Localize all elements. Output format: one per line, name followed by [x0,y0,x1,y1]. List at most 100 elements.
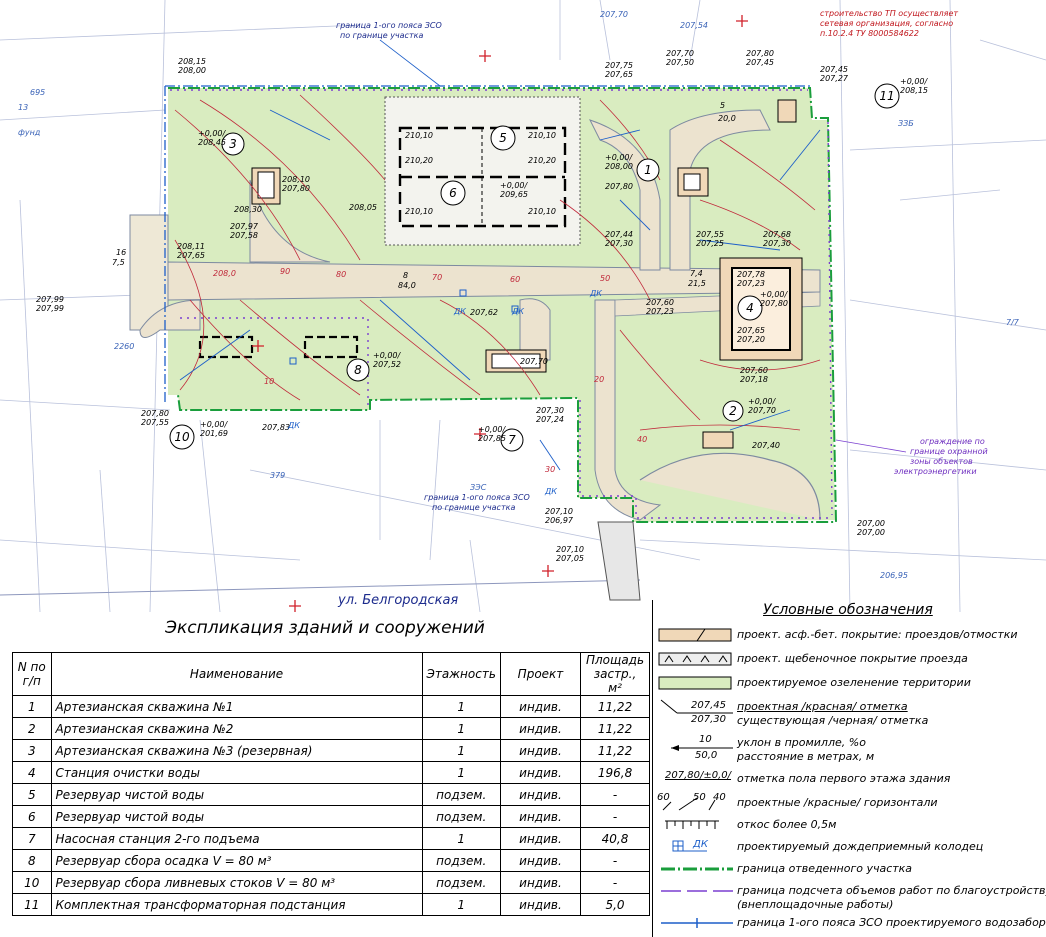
svg-text:граница 1-ого пояса ЗСО: граница 1-ого пояса ЗСО [336,21,442,30]
side-labels: 695 13 фунд ЗЗБ 7/7 2260 379 206,95 207,… [18,10,1020,580]
legend-item-slope: 10 50,0 уклон в промилле, %о расстояние … [653,734,1046,764]
svg-text:207,18: 207,18 [740,375,768,384]
svg-text:6: 6 [449,186,457,200]
cell-project: индив. [499,871,582,894]
contour-labels: 208,0 90 80 70 60 50 40 30 20 10 [213,267,647,474]
svg-text:208,0: 208,0 [213,269,236,278]
svg-text:90: 90 [280,267,290,276]
zso-boundary [164,85,812,405]
svg-text:207,44: 207,44 [605,230,633,239]
svg-text:207,83: 207,83 [262,423,290,432]
svg-text:+0,00/: +0,00/ [605,153,634,162]
svg-text:207,05: 207,05 [556,554,584,563]
cell-project: индив. [499,717,582,740]
tank-8 [303,335,359,359]
svg-text:695: 695 [30,88,45,97]
svg-text:ЗЗБ: ЗЗБ [898,119,914,128]
svg-text:210,20: 210,20 [528,156,556,165]
svg-text:207,25: 207,25 [696,239,724,248]
svg-text:210,10: 210,10 [405,131,433,140]
svg-text:207,80: 207,80 [760,299,788,308]
cell-project: индив. [499,695,582,718]
cell-num: 7 [12,827,52,850]
legend-item-works-boundary: граница подсчета объемов работ по благоу… [653,882,1046,912]
svg-text:зоны объектов: зоны объектов [910,457,973,466]
cell-num: 2 [12,717,52,740]
legend-item-embankment: откос более 0,5м [653,816,1046,834]
marker-numbers: 3 1 11 4 5 6 7 8 10 2 [174,89,894,447]
svg-text:7/7: 7/7 [1006,318,1020,327]
svg-text:207,27: 207,27 [820,74,849,83]
slope-arrow-icon [671,745,733,751]
fence-note: ограждение по границе охранной зоны объе… [894,437,988,476]
svg-text:207,20: 207,20 [737,335,765,344]
cell-name: Резервуар сбора ливневых стоков V = 80 м… [50,871,423,894]
svg-text:сетевая организация, согласно: сетевая организация, согласно [820,19,953,28]
svg-text:207,65: 207,65 [177,251,205,260]
svg-text:5: 5 [720,101,725,110]
cell-name: Артезианская скважина №2 [50,717,423,740]
svg-text:208,15: 208,15 [900,86,928,95]
svg-text:207,45: 207,45 [820,65,848,74]
cell-floors: подзем. [421,805,501,828]
legend-item-drain-well: ДК проектируемый дождеприемный колодец [653,838,1046,856]
zso-note-bottom: граница 1-ого пояса ЗСО по границе участ… [424,493,530,512]
plot-greenery [168,88,835,522]
well-2 [702,431,734,449]
svg-text:7,5: 7,5 [112,258,125,267]
cell-name: Резервуар чистой воды [50,783,423,806]
drain-well-icons [289,289,519,365]
svg-text:210,20: 210,20 [405,156,433,165]
legend-item-contours: 60 50 40 проектные /красные/ горизонтали [653,792,1046,814]
svg-text:208,15: 208,15 [178,57,206,66]
legend-item-gravel: проект. щебеночное покрытие проезда [653,650,1046,668]
zso-note-top: граница 1-ого пояса ЗСО по границе участ… [336,21,442,40]
cell-floors: 1 [421,827,501,850]
cell-area: - [580,849,650,872]
legend-panel: Условные обозначения проект. асф.-бет. п… [652,600,1046,937]
cell-floors: 1 [421,695,501,718]
svg-text:4: 4 [746,301,754,315]
svg-text:207,24: 207,24 [536,415,564,424]
site-plan-map: ул. Белгородская [0,0,1046,612]
cell-project: индив. [499,893,582,916]
svg-text:3: 3 [229,137,237,151]
svg-text:2: 2 [729,404,737,418]
explication-title: Экспликация зданий и сооружений [165,618,485,638]
svg-text:ДК: ДК [544,487,557,496]
slope-arrows [179,109,821,471]
cell-num: 1 [12,695,52,718]
transformer-11 [777,99,797,123]
svg-text:2260: 2260 [114,342,134,351]
svg-text:207,58: 207,58 [230,231,258,240]
cell-name: Станция очистки воды [50,761,423,784]
svg-text:207,30: 207,30 [763,239,791,248]
cell-project: индив. [499,849,582,872]
asphalt-swatch-icon [658,628,732,642]
svg-text:+0,00/: +0,00/ [373,351,402,360]
svg-text:8: 8 [403,271,408,280]
svg-text:207,75: 207,75 [605,61,633,70]
svg-text:60: 60 [510,275,520,284]
legend-item-plot-boundary: граница отведенного участка [653,860,1046,878]
svg-text:7: 7 [508,433,516,447]
explication-section: Экспликация зданий и сооружений N по г/п… [0,612,650,937]
cell-area: 196,8 [580,761,650,784]
cell-floors: 1 [421,761,501,784]
svg-text:207,70: 207,70 [748,406,776,415]
cell-num: 10 [12,871,52,894]
svg-text:10: 10 [264,377,274,386]
svg-text:80: 80 [336,270,346,279]
col-area: Площадь застр., м² [580,652,650,696]
svg-text:ДК: ДК [589,289,602,298]
svg-text:208,05: 208,05 [349,203,377,212]
cell-area: - [580,871,650,894]
svg-text:208,10: 208,10 [282,175,310,184]
legend-item-elevation: 207,45 207,30 проектная /красная/ отметк… [653,698,1046,728]
svg-text:граница 1-ого пояса ЗСО: граница 1-ого пояса ЗСО [424,493,530,502]
svg-text:20: 20 [594,375,604,384]
